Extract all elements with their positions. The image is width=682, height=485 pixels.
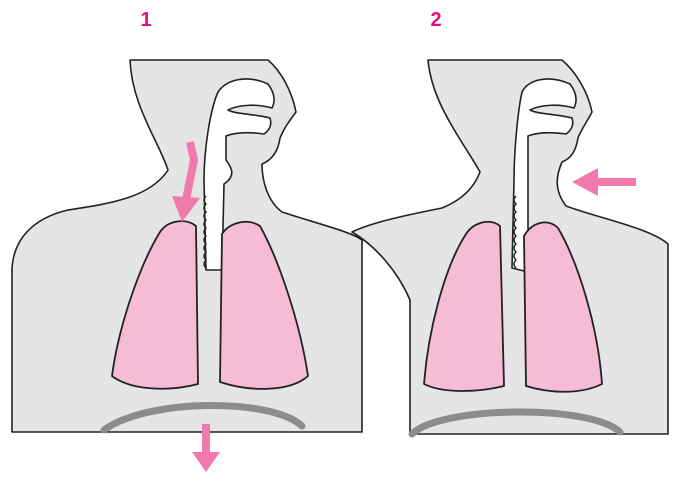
body-silhouette-2 <box>352 60 668 434</box>
panel-2-label: 2 <box>430 9 441 31</box>
panel-1: 1 <box>12 9 362 472</box>
panel-2: 2 <box>352 9 668 434</box>
throat-inward-arrow-icon <box>572 168 636 196</box>
panel-1-label: 1 <box>140 9 151 31</box>
